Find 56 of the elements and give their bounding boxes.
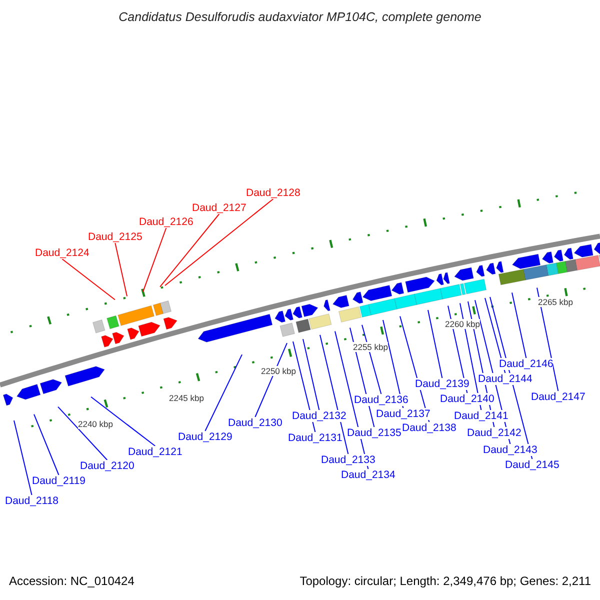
gene-label: Daud_2131 [288, 432, 342, 444]
scale-label: 2260 kbp [445, 319, 480, 329]
leader-line [382, 320, 404, 408]
gene-label: Daud_2141 [454, 410, 508, 422]
leader-line [204, 354, 242, 432]
gene-label: Daud_2136 [354, 394, 408, 406]
scale-label: 2250 kbp [261, 366, 296, 376]
gene-label: Daud_2127 [192, 202, 246, 214]
leader-line [160, 214, 220, 288]
gene-label: Daud_2132 [292, 410, 346, 422]
leader-line [164, 198, 274, 286]
leader-line [114, 242, 128, 297]
leader-line [90, 396, 156, 446]
leader-line [62, 258, 116, 300]
leader-line [302, 338, 320, 410]
leader-line [292, 341, 316, 432]
gene-label: Daud_2121 [128, 446, 182, 458]
gene-label: Daud_2138 [402, 422, 456, 434]
gene-label: Daud_2143 [483, 444, 538, 456]
accession-text: Accession: NC_010424 [9, 574, 134, 588]
leader-line [254, 342, 288, 418]
gene-label: Daud_2140 [440, 393, 494, 405]
gene-label: Daud_2130 [228, 417, 282, 429]
gene-label: Daud_2126 [139, 216, 194, 228]
gene-label: Daud_2145 [505, 459, 560, 471]
gene-label: Daud_2135 [347, 427, 402, 439]
leader-line [142, 228, 167, 292]
leader-line [14, 420, 32, 496]
gene-label: Daud_2128 [246, 187, 300, 199]
gene-label: Daud_2133 [321, 454, 376, 466]
genome-info-text: Topology: circular; Length: 2,349,476 bp; Genes: 2,211 [300, 574, 591, 588]
gene-label: Daud_2120 [80, 460, 134, 472]
gene-label: Daud_2129 [178, 431, 232, 443]
gene-label: Daud_2146 [499, 358, 554, 370]
gene-label: Daud_2142 [467, 427, 522, 439]
gene-label: Daud_2118 [5, 495, 59, 507]
leader-line [362, 324, 382, 394]
diagram-title: Candidatus Desulforudis audaxviator MP104C, complete genome [118, 10, 482, 24]
gene-label: Daud_2124 [35, 247, 90, 259]
gene-label: Daud_2134 [341, 469, 396, 481]
gene-label: Daud_2119 [32, 475, 86, 487]
scale-label: 2255 kbp [353, 342, 388, 352]
leader-line [320, 334, 349, 454]
gene-label: Daud_2147 [531, 391, 586, 403]
gene-label: Daud_2139 [415, 378, 470, 390]
scale-label: 2265 kbp [538, 297, 573, 307]
leader-line [58, 406, 108, 460]
leader-line [428, 310, 443, 378]
scale-label: 2245 kbp [169, 393, 204, 403]
scale-label: 2240 kbp [78, 419, 113, 429]
gene-label: Daud_2125 [88, 231, 142, 243]
gene-label: Daud_2137 [376, 408, 430, 420]
leader-line [536, 287, 559, 392]
gene-label: Daud_2144 [478, 373, 532, 385]
leader-line [512, 292, 527, 358]
leader-line [34, 414, 60, 476]
